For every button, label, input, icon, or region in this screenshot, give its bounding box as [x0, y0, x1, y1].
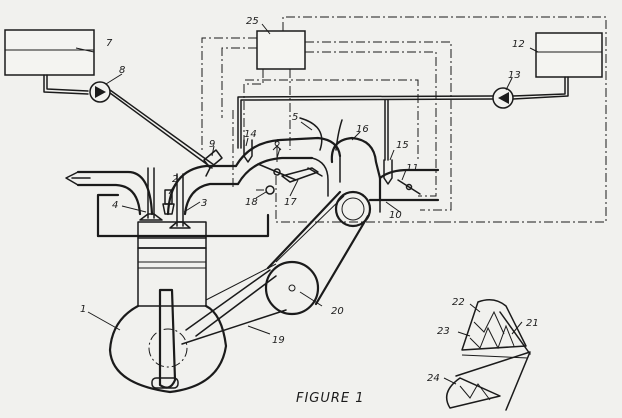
belt-upper: [266, 190, 370, 306]
label-12: 12: [512, 39, 525, 50]
pump-8: [89, 81, 111, 103]
label-1: 1: [80, 304, 86, 315]
label-4: 4: [112, 200, 118, 211]
figure-caption: FIGURE 1: [296, 391, 365, 406]
exhaust-port: [65, 170, 154, 216]
label-6: 6: [274, 138, 280, 149]
air-inlet-10: [368, 168, 440, 202]
valve-3: [169, 173, 191, 229]
label-5: 5: [292, 112, 298, 123]
label-16: 16: [356, 124, 369, 135]
reference-numerals: 1 2 3 4 5 6 7 8 9 10 11 12 13 14 15 16 1…: [80, 16, 539, 384]
branch-to-15: [384, 99, 389, 161]
valve-18: [256, 185, 275, 195]
label-13: 13: [508, 70, 521, 81]
label-18: 18: [245, 197, 258, 208]
valve-4: [139, 167, 163, 221]
label-25: 25: [246, 16, 259, 27]
tank-7: [4, 29, 95, 76]
label-3: 3: [201, 198, 207, 209]
spark-plug-2: [162, 189, 175, 215]
flap-17: [281, 167, 323, 183]
belt-19: [181, 269, 287, 345]
detail-fan: [445, 299, 531, 411]
curve-5: [299, 117, 343, 151]
injector-14: [243, 139, 253, 163]
label-14: 14: [244, 129, 257, 140]
label-21: 21: [526, 318, 539, 329]
label-19: 19: [272, 335, 285, 346]
fuel-line-left: [43, 74, 215, 169]
pulley-20: [264, 260, 320, 316]
label-24: 24: [427, 373, 440, 384]
compressor-16: [330, 136, 382, 228]
label-22: 22: [452, 297, 465, 308]
label-20: 20: [331, 306, 344, 317]
throttle-11: [397, 179, 421, 195]
label-7: 7: [106, 38, 113, 49]
fuel-line-right: [237, 76, 569, 149]
tank-12: [535, 32, 603, 78]
label-23: 23: [437, 326, 450, 337]
label-9: 9: [209, 139, 215, 150]
label-2: 2: [172, 174, 178, 185]
crankcase-1: [108, 288, 228, 394]
pump-drive-18-link: [205, 263, 277, 301]
label-15: 15: [396, 140, 409, 151]
label-11: 11: [406, 163, 419, 174]
pump-13: [492, 87, 514, 109]
signal-lines: [201, 16, 607, 223]
label-8: 8: [119, 65, 125, 76]
throttle-6: [257, 145, 297, 181]
control-unit-25: [256, 30, 306, 70]
leader-lines: [75, 23, 539, 385]
label-17: 17: [284, 197, 297, 208]
label-10: 10: [389, 210, 402, 221]
injector-9: [203, 149, 223, 177]
